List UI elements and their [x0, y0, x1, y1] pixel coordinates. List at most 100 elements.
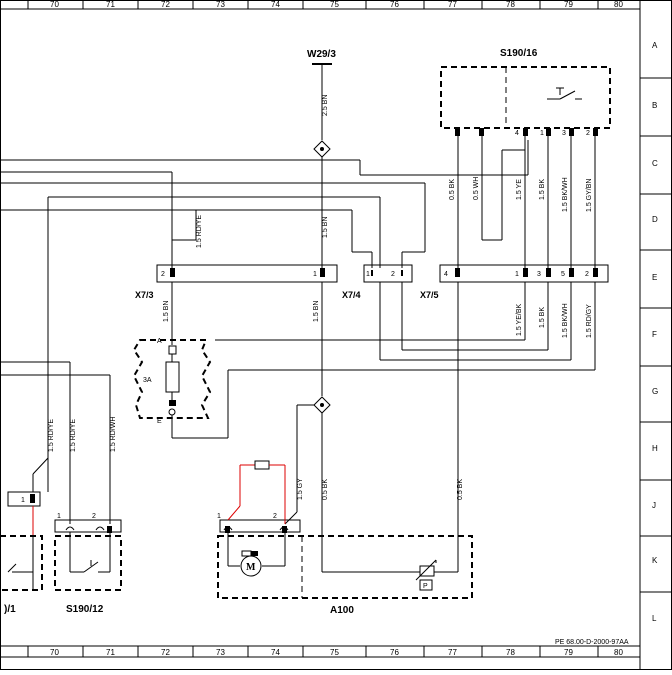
x7-3-label: X7/3 [135, 290, 154, 300]
wire-label: 1.5 BN [163, 301, 170, 322]
svg-text:1: 1 [515, 271, 519, 278]
resistor-red-loop [227, 460, 286, 524]
wire-label: 0.5 WH [473, 177, 480, 200]
wire-label: 1.5 GY/BN [586, 179, 593, 212]
wire-label: 1.5 YE [516, 179, 523, 200]
svg-text:1: 1 [21, 497, 25, 504]
svg-text:1: 1 [57, 513, 61, 520]
col-label: 76 [390, 648, 399, 657]
svg-text:3: 3 [562, 130, 566, 137]
col-label: 76 [390, 0, 399, 9]
wire-label: 1.5 BK [539, 307, 546, 328]
col-label: 73 [216, 648, 225, 657]
svg-text:2: 2 [586, 130, 590, 137]
x7-5-connector: 4 1 3 5 2 [439, 264, 609, 283]
svg-text:1: 1 [217, 513, 221, 520]
row-label: K [652, 556, 658, 565]
col-label: 75 [330, 648, 339, 657]
wire-label: 0.5 BK [457, 479, 464, 500]
wire-label: 1.5 YE/BK [516, 303, 523, 336]
wire-label: 1.5 RD/GY [586, 304, 593, 338]
s190-12-box [54, 535, 122, 591]
s190-16-label: S190/16 [500, 48, 538, 59]
wire-label: 1.5 BK/WH [562, 177, 569, 212]
left-connector: 1 [7, 491, 41, 507]
row-label: F [652, 330, 657, 339]
svg-text:2: 2 [161, 271, 165, 278]
col-label: 70 [50, 0, 59, 9]
row-label: J [652, 501, 656, 510]
row-label: L [652, 614, 657, 623]
svg-text:4: 4 [444, 271, 448, 278]
a100-label: A100 [330, 605, 354, 616]
x7-4-label: X7/4 [342, 290, 361, 300]
row-labels: A B C D E F G H J K L [640, 41, 672, 623]
wire-label: 0.5 BK [449, 179, 456, 200]
s190-12-connector: 1 2 [54, 513, 122, 533]
col-label: 72 [161, 648, 170, 657]
x7-4-connector: 1 2 [363, 264, 413, 283]
col-label: 71 [106, 0, 115, 9]
col-label: 74 [271, 0, 280, 9]
w29-label: W29/3 [307, 49, 336, 60]
s190-16-box [440, 66, 611, 129]
wire-label: 0.5 BK [322, 479, 329, 500]
fuse-rating: 3A [143, 377, 152, 384]
left-partial-label: )/1 [4, 604, 16, 615]
wire-label: 1.5 RD/WH [110, 417, 117, 452]
wire-label: 2.5 BN [322, 95, 329, 116]
col-label: 77 [448, 648, 457, 657]
column-labels-top: 70 71 72 73 74 75 76 77 78 79 80 [50, 0, 623, 9]
col-label: 75 [330, 0, 339, 9]
svg-text:1: 1 [540, 130, 544, 137]
wire-label: 1.5 BN [313, 301, 320, 322]
x7-3-connector: 2 1 [156, 264, 338, 283]
wire-label: 1.5 RD/YE [48, 419, 55, 452]
wire-label: 1.5 RD/YE [196, 215, 203, 248]
col-label: 78 [506, 648, 515, 657]
s190-12-label: S190/12 [66, 604, 104, 615]
x7-5-label: X7/5 [420, 290, 439, 300]
row-label: C [652, 159, 658, 168]
col-label: 78 [506, 0, 515, 9]
col-label: 79 [564, 648, 573, 657]
row-label: D [652, 215, 658, 224]
wire-label: 1.5 RD/YE [70, 419, 77, 452]
row-label: E [652, 273, 657, 282]
row-label: B [652, 101, 657, 110]
switch-icon [547, 87, 582, 100]
fuse-e-label: E [157, 418, 162, 425]
svg-text:1: 1 [313, 271, 317, 278]
svg-text:5: 5 [561, 271, 565, 278]
col-label: 70 [50, 648, 59, 657]
row-label: H [652, 444, 658, 453]
row-label: A [652, 41, 658, 50]
fuse-icon [165, 361, 180, 393]
col-label: 72 [161, 0, 170, 9]
svg-text:3: 3 [537, 271, 541, 278]
left-partial-box [0, 535, 43, 591]
col-label: 79 [564, 0, 573, 9]
col-label: 73 [216, 0, 225, 9]
fuse-a-label: A [157, 338, 162, 345]
wire-label: 1.5 GY [297, 478, 304, 500]
fuse-block [132, 339, 212, 419]
svg-text:4: 4 [515, 130, 519, 137]
col-label: 74 [271, 648, 280, 657]
svg-text:M: M [246, 562, 256, 573]
motor-icon: M [240, 550, 262, 577]
svg-text:2: 2 [92, 513, 96, 520]
svg-text:2: 2 [273, 513, 277, 520]
col-label: 71 [106, 648, 115, 657]
drawing-number: PE 68.00-D-2000-97AA [555, 639, 629, 646]
s190-16-pins: 4 1 3 2 [455, 128, 598, 137]
svg-text:2: 2 [585, 271, 589, 278]
a100-connector: 1 2 [217, 513, 301, 533]
svg-text:P: P [423, 583, 428, 590]
col-label: 77 [448, 0, 457, 9]
a100-box [217, 535, 473, 599]
column-labels-bottom: 70 71 72 73 74 75 76 77 78 79 80 [50, 648, 623, 657]
wire-label: 1.5 BK [539, 179, 546, 200]
